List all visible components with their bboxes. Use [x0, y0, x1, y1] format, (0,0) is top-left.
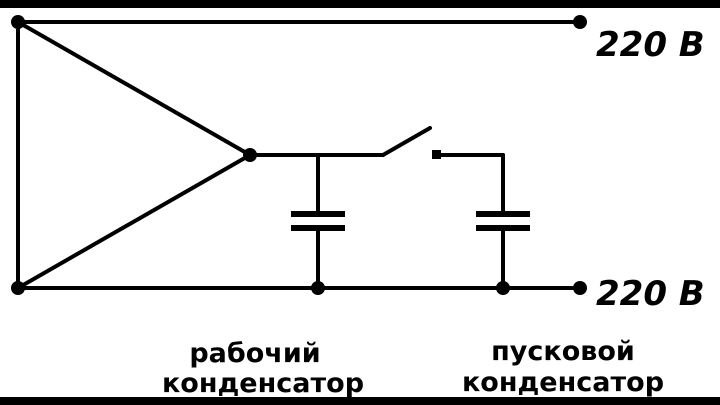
working-capacitor-caption-line2: конденсатор [162, 368, 364, 399]
terminal-top [573, 15, 587, 29]
winding-lower [16, 153, 252, 290]
winding-upper [16, 20, 252, 157]
working-capacitor [291, 153, 345, 290]
start-capacitor [476, 153, 530, 290]
junction-working-cap [311, 281, 325, 295]
working-capacitor-caption-line1: рабочий [189, 338, 320, 369]
junction-start-cap [496, 281, 510, 295]
voltage-label-bottom: 220 В [596, 274, 705, 314]
junction-dots [11, 15, 587, 295]
terminal-bottom [573, 281, 587, 295]
start-switch [381, 126, 505, 159]
junction-bottom-left [11, 281, 25, 295]
start-capacitor-caption-line2: конденсатор [462, 367, 664, 398]
switch-blade [381, 126, 432, 157]
voltage-label-top: 220 В [596, 25, 705, 65]
diagram-background [0, 8, 720, 397]
motor-windings-delta [16, 20, 252, 290]
start-capacitor-caption-line1: пусковой [491, 336, 635, 367]
junction-top-left [11, 15, 25, 29]
switch-contact [432, 150, 441, 159]
junction-delta-vertex [243, 148, 257, 162]
